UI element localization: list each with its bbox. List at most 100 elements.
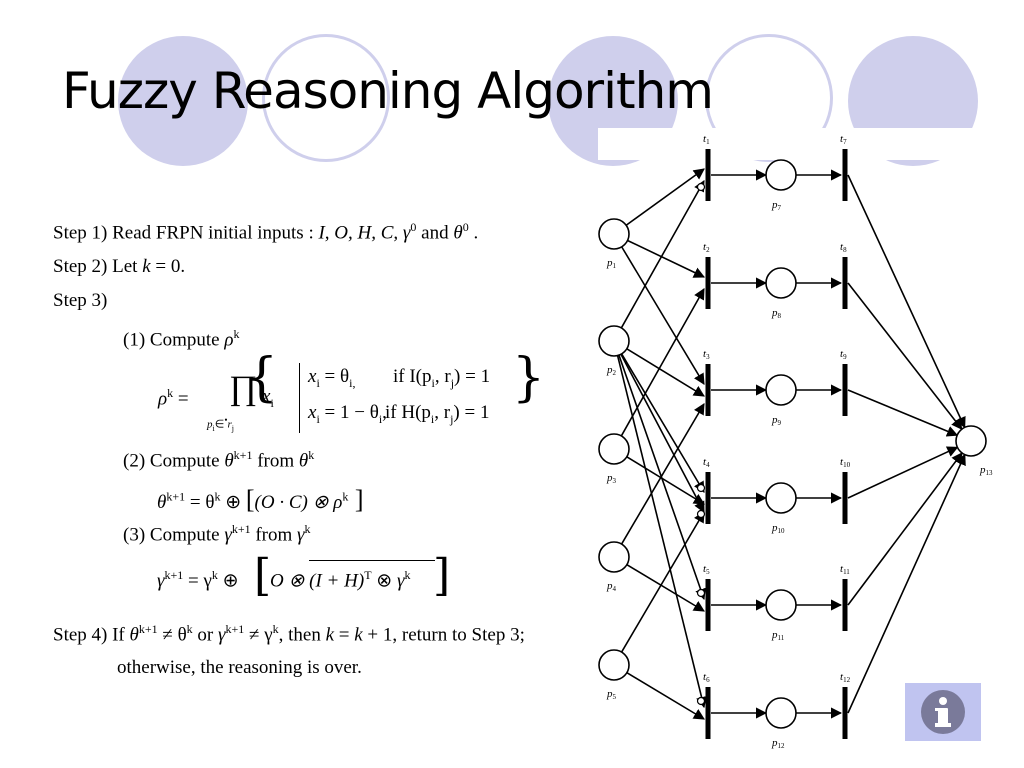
place-p11	[765, 589, 797, 621]
case-2-comma: ,	[382, 402, 387, 423]
xi-var: xi	[262, 386, 274, 411]
arc-t9-p13	[847, 389, 959, 437]
place-p8	[765, 267, 797, 299]
arc-t8-p13	[847, 282, 963, 431]
node-labels: p1p2p3p4p5p7p8p9p10p11p12p13t1t2t3t4t5t6…	[606, 133, 993, 750]
gamma-inner-o: O ⊗	[270, 570, 310, 592]
step-1-theta: θ	[453, 222, 463, 244]
case-1-cond-i: i	[431, 375, 435, 390]
case-2-x: x	[308, 402, 317, 423]
label-t3-sub: 3	[706, 353, 710, 361]
place-p4	[598, 541, 630, 573]
prod-sub-j: j	[231, 423, 234, 433]
case-1-cond-b: , r	[434, 366, 451, 387]
label-p1-sub: 1	[613, 262, 617, 270]
arc-p4-t3-10	[620, 403, 705, 545]
place-p10	[765, 482, 797, 514]
gamma-inner-t: T	[364, 568, 372, 582]
label-t8-sub: 8	[843, 246, 847, 254]
step-4-gamma: γ	[218, 624, 226, 646]
transition-t7	[842, 149, 848, 201]
label-t3: t3	[703, 348, 710, 361]
label-t7-sub: 7	[843, 138, 847, 146]
compute-2-sym2: θ	[298, 450, 309, 472]
step-1-sup: 0	[410, 220, 417, 234]
step-4-plus: + 1	[362, 624, 393, 646]
arc-p5-t6-12	[626, 672, 705, 720]
case-1-cond-c: ) = 1	[454, 366, 491, 387]
decor-circle-1	[118, 36, 248, 166]
transition-t4	[705, 472, 711, 524]
label-t12-sub: 12	[843, 676, 851, 684]
case-2-cond-c: ) = 1	[453, 402, 490, 423]
step-1: Step 1) Read FRPN initial inputs : I, O,…	[53, 220, 478, 244]
theta-op: ⊕	[220, 492, 246, 513]
compute-3-sym: γ	[224, 524, 232, 546]
label-t11: t11	[840, 563, 850, 576]
product-subscript: pi∈•rj	[207, 415, 234, 433]
step-4-k2: k	[354, 624, 363, 646]
case-2-cond-a: if H(p	[385, 402, 431, 423]
xi-sub: i	[270, 395, 274, 410]
label-t10-sub: 10	[843, 461, 851, 469]
label-p8: p8	[771, 307, 782, 320]
label-p2-sub: 2	[613, 369, 617, 377]
prod-sub-p: p	[207, 418, 213, 431]
step-4-or: or	[192, 624, 218, 646]
prod-sub-r: r	[227, 418, 232, 431]
transition-t11	[842, 579, 848, 631]
step-2-k: k	[142, 256, 151, 277]
label-t8: t8	[840, 241, 847, 254]
compute-2-sup2: k	[308, 448, 315, 462]
label-p11-sub: 11	[778, 634, 785, 642]
step-1-and: and	[416, 222, 454, 244]
step-4: Step 4) If θk+1 ≠ θk or γk+1 ≠ γk, then …	[53, 622, 525, 646]
gamma-bracket-close: ]	[433, 550, 451, 601]
label-p3-sub: 3	[613, 477, 617, 485]
arc-t10-p13	[847, 446, 959, 499]
compute-1-text: (1) Compute	[123, 329, 225, 351]
label-p13: p13	[979, 464, 993, 477]
label-t2: t2	[703, 241, 710, 254]
rho-lhs: ρk =	[158, 386, 189, 410]
label-p12-sub: 12	[778, 742, 786, 750]
label-t4-sub: 4	[706, 461, 710, 469]
transition-t10	[842, 472, 848, 524]
compute-2-sym: θ	[224, 450, 234, 472]
step-1-sup-b: 0	[462, 220, 469, 234]
label-t9: t9	[840, 348, 847, 361]
case-1-cond-j: j	[450, 375, 455, 390]
label-t1-sub: 1	[706, 138, 710, 146]
transition-t3	[705, 364, 711, 416]
arc-p2-t1-6	[620, 180, 705, 329]
arc-p1-t1-0	[625, 168, 705, 226]
step-2-rest: = 0.	[150, 256, 186, 277]
case-1-sub: i,	[349, 375, 356, 390]
label-t6: t6	[703, 671, 710, 684]
inhibitor-t6-4	[696, 696, 706, 706]
theta-mid: = θ	[185, 492, 215, 513]
arc-p4-t5-11	[626, 564, 705, 612]
label-t12: t12	[840, 671, 851, 684]
gamma-lhs-sym: γ	[157, 570, 165, 592]
decor-circle-2	[262, 34, 390, 162]
gamma-lhs-sup: k+1	[164, 568, 184, 582]
compute-3-sup2: k	[304, 522, 311, 536]
step-4-neq: ≠ θ	[157, 624, 187, 646]
diagram-backdrop	[598, 128, 978, 160]
transition-t5	[705, 579, 711, 631]
info-button[interactable]	[905, 683, 981, 741]
arc-p2-t4-14	[620, 353, 705, 513]
label-p2: p2	[606, 364, 617, 377]
theta-mid-sup: k	[214, 489, 221, 504]
compute-2-text: (2) Compute	[123, 450, 225, 472]
label-p7: p7	[771, 199, 782, 212]
gamma-overline	[309, 560, 435, 561]
label-t5: t5	[703, 563, 710, 576]
label-p5: p5	[606, 688, 617, 701]
arc-p1-t2-1	[627, 239, 706, 278]
step-2-text: Step 2) Let	[53, 256, 143, 277]
place-p13	[955, 425, 987, 457]
